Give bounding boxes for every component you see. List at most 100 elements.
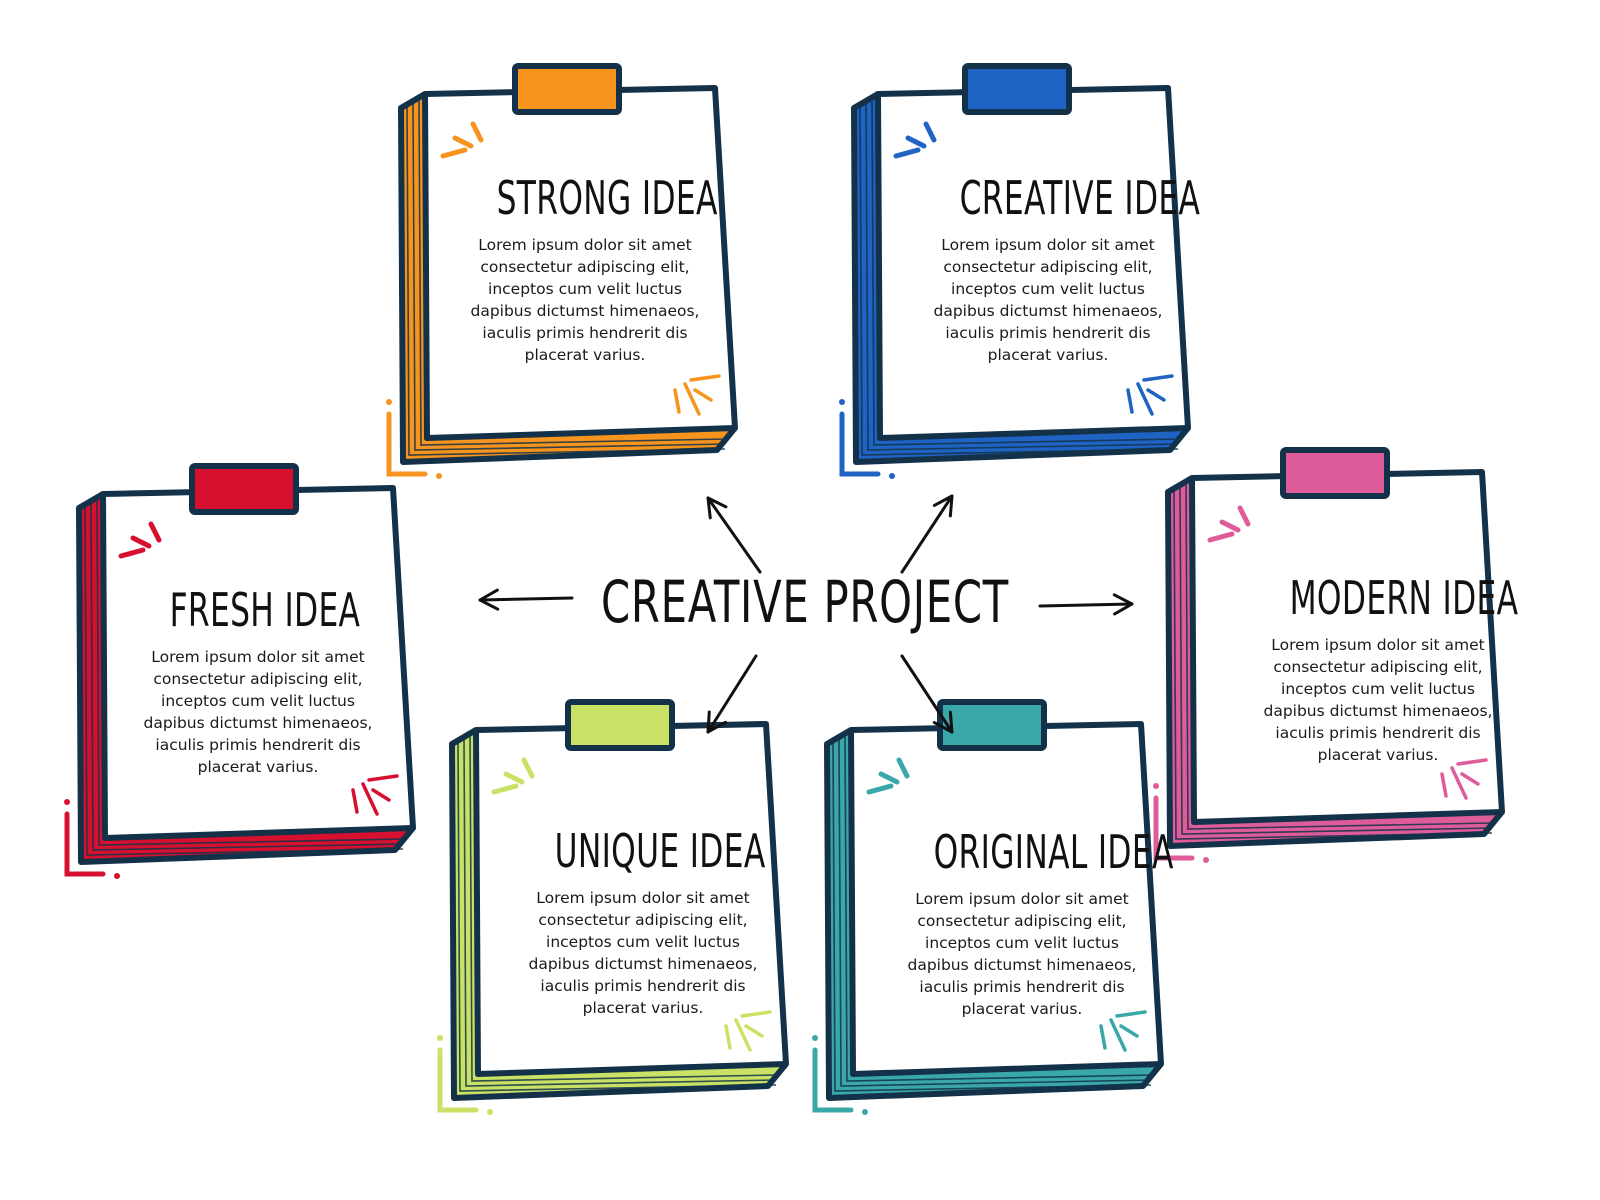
- corner-bracket: [437, 1047, 479, 1113]
- sparkle-mark: [1207, 531, 1235, 543]
- notepad-page-edge: [463, 739, 777, 1087]
- sparkle-mark: [503, 771, 525, 785]
- notepad-page-edge: [1179, 487, 1493, 835]
- corner-dot: [812, 1035, 818, 1041]
- corner-bracket: [386, 411, 428, 477]
- sparkle-mark: [866, 783, 894, 795]
- sparkle-mark: [361, 782, 379, 816]
- card-modern-idea: MODERN IDEA Lorem ipsum dolor sit amet c…: [1248, 571, 1519, 766]
- sparkle-mark: [1219, 519, 1241, 533]
- card-strong-idea: STRONG IDEA Lorem ipsum dolor sit amet c…: [455, 171, 718, 366]
- sparkle-mark: [1456, 758, 1488, 766]
- sparkle-mark: [1136, 382, 1154, 416]
- sparkle-mark: [491, 783, 519, 795]
- card-fresh-idea: FRESH IDEA Lorem ipsum dolor sit amet co…: [128, 584, 388, 778]
- sparkle-mark: [118, 547, 146, 559]
- card-title: STRONG IDEA: [496, 171, 718, 225]
- sparkle-mark: [1119, 1024, 1139, 1038]
- corner-dot: [1153, 783, 1159, 789]
- corner-dot: [862, 1109, 868, 1115]
- sparkle-mark: [744, 1024, 764, 1038]
- sparkle-mark: [896, 757, 910, 779]
- sparkle-mark: [673, 388, 681, 414]
- sparkle-mark: [724, 1024, 732, 1050]
- notepad-clip: [565, 699, 675, 751]
- sparkle-mark: [1099, 1024, 1107, 1050]
- notepad-page-edge: [1185, 484, 1493, 830]
- notepad-page-edge: [1173, 490, 1493, 840]
- sparkle-mark: [683, 382, 701, 416]
- sparkle-mark: [521, 757, 535, 779]
- connector-arrow: [900, 654, 954, 734]
- sparkle-mark: [1440, 772, 1448, 798]
- notepad-clip: [1280, 447, 1390, 499]
- card-body: Lorem ipsum dolor sit amet consectetur a…: [143, 648, 373, 776]
- notepad-page-edge: [838, 739, 1152, 1087]
- corner-dot: [889, 473, 895, 479]
- card-title: ORIGINAL IDEA: [933, 825, 1174, 879]
- notepad-page-edge: [844, 736, 1152, 1082]
- notepad-page-edge: [418, 100, 726, 446]
- arrow-head: [706, 496, 728, 520]
- notepad-page-edge: [96, 500, 404, 846]
- corner-dot: [114, 873, 120, 879]
- card-title: CREATIVE IDEA: [959, 171, 1201, 225]
- corner-dot: [437, 1035, 443, 1041]
- arrow-head: [1112, 593, 1134, 616]
- card-unique-idea: UNIQUE IDEA Lorem ipsum dolor sit amet c…: [513, 825, 773, 1019]
- sparkle-mark: [878, 771, 900, 785]
- sparkle-mark: [470, 121, 484, 143]
- notepad-page-edge: [832, 742, 1152, 1092]
- card-title: FRESH IDEA: [169, 583, 361, 637]
- connector-arrow: [478, 596, 574, 602]
- sparkle-mark: [1450, 766, 1468, 800]
- notepad-page-edge: [859, 106, 1179, 456]
- sparkle-mark: [1142, 374, 1174, 382]
- card-body: Lorem ipsum dolor sit amet consectetur a…: [933, 236, 1163, 364]
- card-creative-idea: CREATIVE IDEA Lorem ipsum dolor sit amet…: [918, 171, 1201, 366]
- sparkle-mark: [148, 521, 162, 543]
- sparkle-mark: [1126, 388, 1134, 414]
- corner-dot: [487, 1109, 493, 1115]
- sparkle-mark: [130, 535, 152, 549]
- connector-arrow: [706, 654, 758, 734]
- notepad-clip: [189, 463, 299, 515]
- arrow-head: [932, 494, 954, 518]
- card-body: Lorem ipsum dolor sit amet consectetur a…: [528, 889, 758, 1017]
- corner-bracket: [839, 411, 881, 477]
- sparkle-mark: [440, 147, 468, 159]
- notepad-page-edge: [865, 103, 1179, 451]
- card-title: MODERN IDEA: [1289, 571, 1519, 625]
- sparkle-mark: [893, 147, 921, 159]
- sparkle-mark: [693, 388, 713, 402]
- sparkle-mark: [1460, 772, 1480, 786]
- sparkle-mark: [923, 121, 937, 143]
- arrow-head: [706, 710, 727, 734]
- notepad-page-edge: [406, 106, 726, 456]
- corner-dot: [386, 399, 392, 405]
- sparkle-mark: [734, 1018, 752, 1052]
- arrow-head: [478, 588, 500, 611]
- arrow-head: [932, 710, 954, 734]
- connector-arrow: [1038, 602, 1134, 608]
- sparkle-mark: [452, 135, 474, 149]
- card-body: Lorem ipsum dolor sit amet consectetur a…: [470, 236, 700, 364]
- notepad-page-edge: [457, 742, 777, 1092]
- notepad-page-edge: [90, 503, 404, 851]
- sparkle-mark: [371, 788, 391, 802]
- connector-arrow: [706, 496, 762, 574]
- notepad-clip: [937, 699, 1047, 751]
- notepad-page-edge: [412, 103, 726, 451]
- corner-bracket: [812, 1047, 854, 1113]
- card-title: UNIQUE IDEA: [554, 824, 766, 878]
- notepad-clip: [512, 63, 622, 115]
- connector-arrow: [900, 494, 954, 574]
- corner-dot: [436, 473, 442, 479]
- sparkle-mark: [367, 774, 399, 782]
- corner-bracket: [64, 811, 106, 877]
- card-original-idea: ORIGINAL IDEA Lorem ipsum dolor sit amet…: [892, 825, 1174, 1020]
- notepad-clip: [962, 63, 1072, 115]
- corner-dot: [64, 799, 70, 805]
- sparkle-mark: [351, 788, 359, 814]
